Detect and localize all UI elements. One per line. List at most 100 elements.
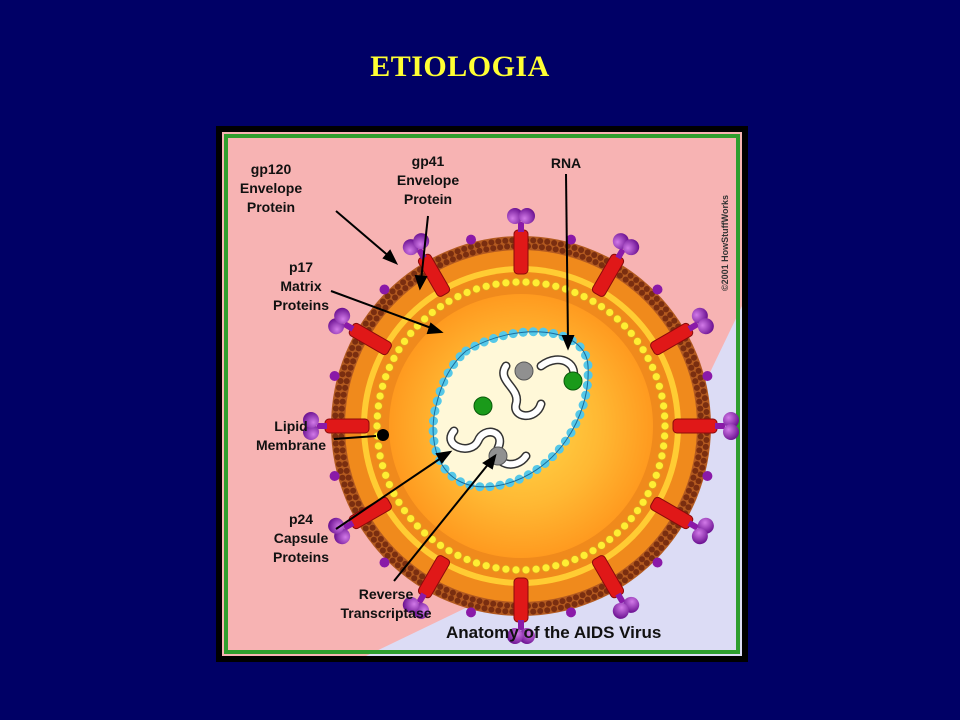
lipid-bead bbox=[463, 594, 469, 601]
lipid-bead bbox=[443, 586, 450, 593]
matrix-bead bbox=[462, 288, 472, 297]
lipid-bead bbox=[346, 351, 353, 358]
lipid-bead bbox=[693, 484, 700, 491]
matrix-bead bbox=[453, 292, 463, 302]
lipid-bead bbox=[693, 361, 700, 368]
gp120-knob bbox=[697, 318, 714, 335]
lipid-bead bbox=[413, 569, 420, 576]
lipid-bead bbox=[643, 286, 650, 292]
lipid-bead bbox=[566, 596, 573, 603]
matrix-bead bbox=[588, 296, 598, 306]
lipid-bead bbox=[463, 251, 469, 258]
lipid-bead bbox=[551, 240, 558, 246]
label-gp120-line2: Envelope bbox=[240, 180, 302, 196]
lipid-bead bbox=[697, 405, 704, 412]
lipid-bead bbox=[695, 391, 702, 398]
gp120-knob bbox=[334, 307, 351, 324]
matrix-bead bbox=[659, 401, 669, 411]
matrix-bead bbox=[375, 391, 385, 401]
matrix-bead bbox=[420, 528, 430, 538]
lipid-bead bbox=[697, 440, 704, 447]
matrix-bead bbox=[626, 514, 636, 524]
lipid-bead bbox=[449, 256, 456, 263]
lipid-bead bbox=[552, 246, 559, 253]
lipid-bead bbox=[342, 384, 349, 391]
lipid-bead bbox=[671, 317, 678, 324]
lipid-bead bbox=[373, 315, 380, 322]
lipid-bead bbox=[628, 565, 635, 572]
membrane-protein bbox=[379, 284, 390, 295]
gp41-stem bbox=[324, 418, 370, 434]
matrix-bead bbox=[597, 302, 606, 312]
envelope-spike bbox=[402, 555, 451, 619]
lipid-bead bbox=[379, 547, 386, 554]
lipid-bead bbox=[578, 247, 585, 253]
lipid-bead bbox=[663, 539, 669, 546]
matrix-bead bbox=[453, 550, 463, 560]
lipid-bead bbox=[688, 481, 695, 488]
matrix-bead bbox=[372, 421, 382, 431]
lipid-bead bbox=[373, 530, 380, 537]
lipid-bead bbox=[448, 250, 454, 257]
label-gp120-line3: Protein bbox=[247, 199, 295, 215]
lipid-bead bbox=[350, 358, 357, 365]
lipid-bead bbox=[347, 364, 354, 371]
lipid-bead bbox=[688, 348, 695, 355]
lipid-bead bbox=[696, 447, 703, 454]
lipid-bead bbox=[502, 237, 509, 244]
lipid-bead bbox=[692, 378, 699, 385]
lipid-bead bbox=[685, 487, 692, 494]
lipid-bead bbox=[697, 471, 704, 478]
lipid-bead bbox=[483, 599, 490, 606]
gp120-knob bbox=[519, 628, 535, 644]
lipid-bead bbox=[362, 320, 369, 327]
matrix-bead bbox=[643, 353, 653, 363]
lavender-region bbox=[366, 306, 742, 656]
copyright-notice: ©2001 HowStuffWorks bbox=[720, 195, 730, 291]
lipid-bead bbox=[456, 592, 463, 599]
matrix-bead bbox=[375, 451, 385, 461]
lipid-bead bbox=[695, 478, 702, 485]
lipid-bead bbox=[685, 504, 692, 511]
lipid-bead bbox=[343, 467, 350, 474]
lipid-bead bbox=[467, 602, 474, 609]
lipid-bead bbox=[683, 351, 690, 358]
matrix-bead bbox=[400, 336, 409, 346]
label-p17-line3: Proteins bbox=[273, 297, 329, 313]
lipid-bead bbox=[333, 398, 340, 405]
lipid-bead bbox=[345, 371, 352, 378]
lipid-bead bbox=[435, 589, 442, 596]
label-lipid-line1: Lipid bbox=[274, 418, 307, 434]
envelope-spike bbox=[650, 307, 714, 356]
lipid-bead bbox=[530, 237, 537, 244]
lipid-bead bbox=[387, 299, 394, 306]
lipid-membrane-marker bbox=[377, 429, 389, 441]
envelope-spike bbox=[650, 496, 714, 545]
lipid-bead bbox=[497, 601, 504, 608]
matrix-bead bbox=[444, 546, 454, 556]
lipid-bead bbox=[633, 569, 640, 575]
envelope-spike bbox=[303, 412, 370, 440]
lipid-bead bbox=[644, 551, 650, 558]
lipid-bead bbox=[382, 304, 389, 311]
lipid-bead bbox=[377, 536, 384, 542]
lipid-bead bbox=[653, 295, 660, 302]
lipid-bead bbox=[449, 589, 456, 596]
lipid-bead bbox=[389, 288, 396, 295]
matrix-bead bbox=[657, 451, 667, 461]
lipid-bead bbox=[544, 238, 551, 245]
lipid-bead bbox=[648, 555, 655, 562]
lipid-bead bbox=[407, 280, 414, 287]
lipid-bead bbox=[696, 398, 703, 405]
lipid-bead bbox=[697, 433, 704, 440]
gp120-knob bbox=[507, 628, 523, 644]
lipid-bead bbox=[332, 440, 339, 447]
lipid-bead bbox=[628, 280, 635, 287]
lipid-bead bbox=[538, 244, 545, 251]
spike-neck bbox=[615, 247, 626, 260]
lipid-bead bbox=[688, 497, 695, 504]
envelope-spike bbox=[672, 412, 739, 440]
lipid-bead bbox=[488, 606, 495, 613]
membrane-protein bbox=[329, 471, 340, 481]
matrix-bead bbox=[394, 345, 404, 355]
